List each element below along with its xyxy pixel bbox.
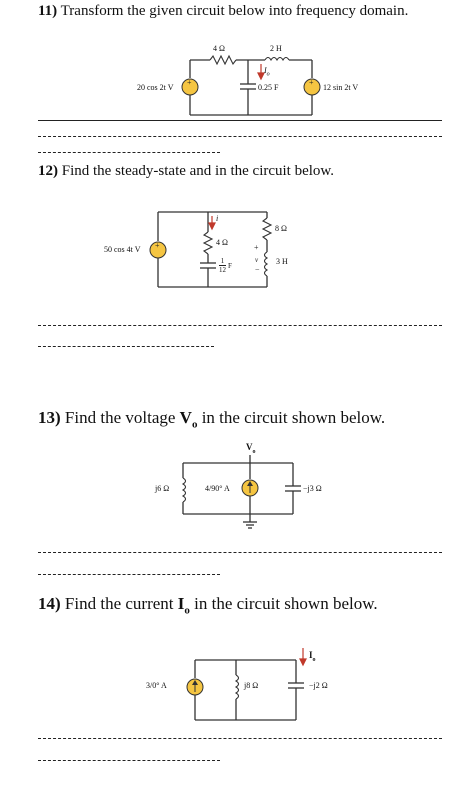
question-number: 12) [38,163,58,179]
question-14-text: 14) Find the current Io in the circuit s… [38,594,378,616]
resistor-4ohm [202,231,214,255]
label-q14-c: −j2 Ω [309,681,328,690]
label-q11-vs: 20 cos 2t V [137,83,174,92]
label-q12-c: 1 12 F [219,257,232,274]
label-q12-r1: 4 Ω [216,238,228,247]
answer-line [38,136,442,137]
label-q12-v: v [255,256,259,264]
label-q13-src: 4/90° A [205,484,230,493]
label-q12-vs: 50 cos 4t V [104,245,141,254]
label-q13-vo: Vo [246,442,256,455]
label-q14-src: 3/0° A [146,681,167,690]
question-variable: Vo [179,408,198,431]
inductor-j6 [181,477,187,503]
question-prompt: Find the steady-state and in the circuit… [61,163,335,179]
label-q13-l: j6 Ω [155,484,170,493]
question-prompt: Transform the given circuit below into f… [60,3,409,19]
answer-line [38,552,442,553]
inductor-2h [264,56,290,62]
question-number: 14) [38,594,61,613]
answer-line [38,760,220,761]
svg-text:+: + [309,78,314,87]
question-prompt-pre: Find the voltage [64,408,180,427]
answer-line [38,346,214,347]
svg-text:+: + [254,243,259,252]
question-prompt-post: in the circuit shown below. [189,594,378,613]
label-q12-r2: 8 Ω [275,224,287,233]
label-q14-l: j8 Ω [244,681,259,690]
inductor-3h [263,251,269,277]
answer-line [38,120,442,121]
question-prompt-pre: Find the current [64,594,178,613]
answer-line [38,738,442,739]
label-q12-l: 3 H [276,257,288,266]
question-prompt-post: in the circuit shown below. [197,408,386,427]
question-number: 13) [38,408,61,427]
svg-text:+: + [187,78,192,87]
svg-text:+: + [155,241,160,250]
label-q14-io: Io [309,650,316,663]
label-q11-vs2: 12 sin 2t V [323,83,359,92]
question-13-text: 13) Find the voltage Vo in the circuit s… [38,408,385,430]
label-q13-c: −j3 Ω [303,484,322,493]
inductor-j8 [234,674,240,700]
label-q11-l: 2 H [270,44,282,53]
label-q11-c: 0.25 F [258,83,279,92]
svg-text:−: − [255,265,260,274]
label-q12-i: i [216,214,219,223]
question-variable: Io [177,594,190,617]
resistor-4ohm [209,54,237,66]
question-number: 11) [38,3,58,19]
label-q11-r: 4 Ω [213,44,225,53]
answer-line [38,574,220,575]
question-11-text: 11) Transform the given circuit below in… [38,3,408,20]
question-12-text: 12) Find the steady-state and in the cir… [38,163,334,180]
answer-line [38,325,442,326]
answer-line [38,152,220,153]
resistor-8ohm [261,217,273,241]
label-q11-io: Io [264,66,270,78]
